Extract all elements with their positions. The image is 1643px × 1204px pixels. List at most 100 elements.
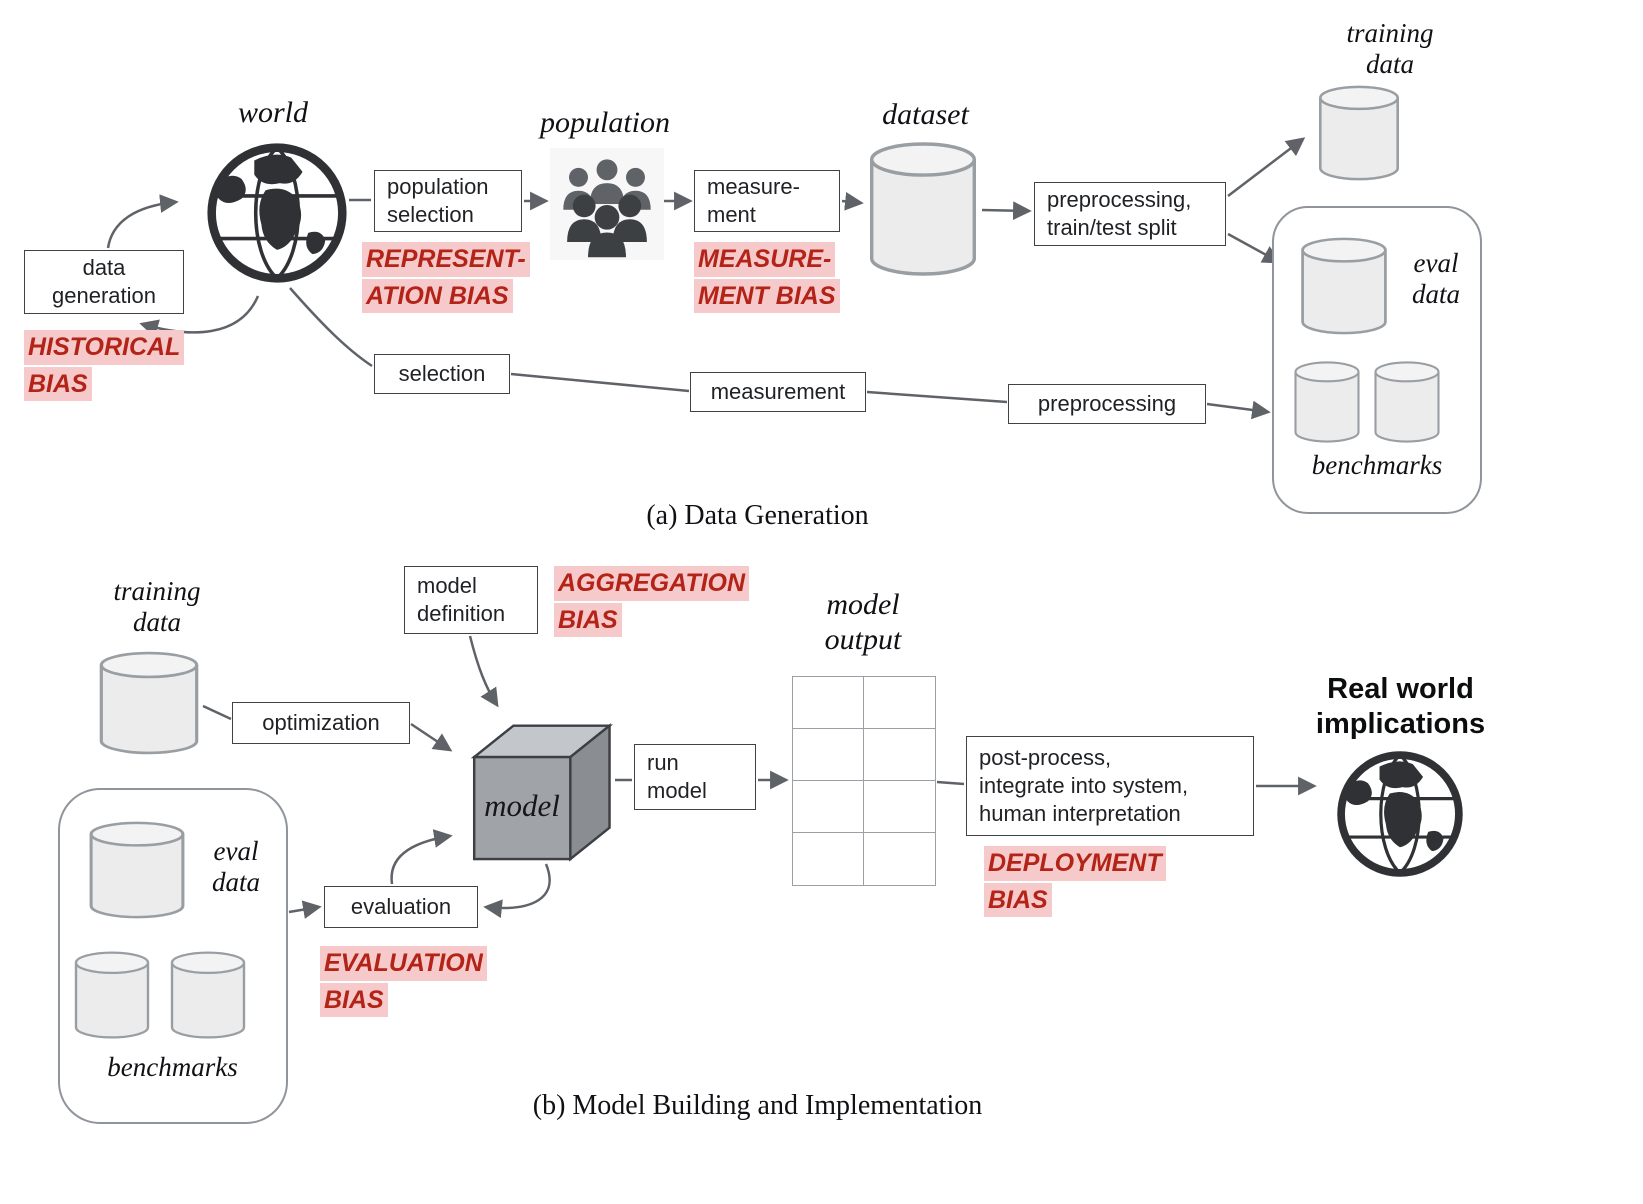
post-process-box: post-process, integrate into system, hum…	[966, 736, 1254, 836]
label-line: training	[113, 576, 201, 606]
model-output-grid	[792, 676, 936, 886]
benchmark-cylinder-b1	[72, 950, 152, 1040]
model-cube-icon	[456, 710, 614, 862]
box-label-line: ment	[707, 202, 756, 227]
grid-cell	[864, 781, 935, 833]
box-label-line: human interpretation	[979, 801, 1181, 827]
bias-line: AGGREGATION	[554, 566, 750, 601]
population-selection-box: population selection	[374, 170, 522, 232]
bias-line: MENT BIAS	[694, 278, 840, 313]
optimization-box: optimization	[232, 702, 410, 744]
label-line: benchmarks	[1311, 450, 1443, 480]
box-label-line: integrate into system,	[979, 772, 1189, 798]
label-line: output	[824, 622, 902, 656]
training-data-cylinder-a	[1316, 84, 1402, 182]
label-line: training	[1346, 18, 1434, 48]
box-label-line: selection	[387, 202, 474, 227]
box-label-line: population	[387, 173, 489, 199]
evaluation-box: evaluation	[324, 886, 478, 928]
model-output-label: model output	[768, 588, 958, 657]
box-label-line: data	[82, 254, 126, 280]
box-label-line: run	[647, 749, 679, 775]
bias-line: REPRESENT-	[362, 242, 530, 277]
caption-b: (b) Model Building and Implementation	[532, 1090, 983, 1121]
box-label-line: optimization	[262, 709, 380, 735]
bias-line: ATION BIAS	[362, 278, 513, 313]
box-label-line: evaluation	[350, 893, 452, 919]
measurement-box-bottom: measurement	[690, 372, 866, 412]
box-label-line: model	[647, 778, 707, 803]
benchmark-cylinder-a2	[1372, 360, 1442, 444]
box-label-line: model	[417, 572, 477, 598]
training-data-cylinder-b	[96, 650, 202, 756]
dataset-label: dataset	[848, 98, 1003, 133]
bias-line: MEASURE-	[694, 242, 836, 277]
world-label: world	[198, 96, 348, 131]
representation-bias-label: REPRESENT- ATION BIAS	[362, 242, 530, 315]
label-line: eval	[213, 836, 259, 866]
preprocessing-split-box: preprocessing, train/test split	[1034, 182, 1226, 246]
benchmarks-label-b: benchmarks	[60, 1052, 285, 1083]
grid-cell	[793, 781, 864, 833]
box-label-line: train/test split	[1047, 215, 1177, 240]
bias-line: EVALUATION	[320, 946, 487, 981]
model-definition-box: model definition	[404, 566, 538, 634]
training-data-label-b: training data	[62, 576, 252, 638]
preprocessing-box-bottom: preprocessing	[1008, 384, 1206, 424]
measurement-box-a: measure- ment	[694, 170, 840, 232]
run-model-box: run model	[634, 744, 756, 810]
bias-line: BIAS	[984, 882, 1052, 917]
label-line: Real world	[1327, 673, 1474, 705]
box-label-line: measurement	[710, 378, 846, 404]
bias-line: BIAS	[320, 982, 388, 1017]
evaluation-bias-label: EVALUATION BIAS	[320, 946, 487, 1019]
box-label-line: post-process,	[979, 744, 1112, 770]
model-label: model	[484, 788, 560, 823]
grid-cell	[793, 677, 864, 729]
grid-cell	[864, 833, 935, 885]
real-world-globe-icon	[1336, 750, 1464, 878]
box-label-line: preprocessing,	[1047, 186, 1192, 212]
world-globe-icon	[206, 142, 348, 284]
label-line: population	[539, 106, 670, 139]
bias-line: DEPLOYMENT	[984, 846, 1166, 881]
box-label-line: generation	[52, 283, 156, 308]
box-label-line: measure-	[707, 173, 800, 199]
bias-line: BIAS	[554, 602, 622, 637]
label-line: data	[1365, 49, 1414, 80]
aggregation-bias-label: AGGREGATION BIAS	[554, 566, 750, 639]
grid-cell	[864, 729, 935, 781]
eval-data-label-b: eval data	[196, 836, 276, 898]
benchmark-cylinder-a1	[1292, 360, 1362, 444]
label-line: world	[237, 96, 309, 129]
data-generation-box: data generation	[24, 250, 184, 314]
bias-line: BIAS	[24, 366, 92, 401]
benchmarks-label-a: benchmarks	[1282, 450, 1472, 481]
people-icon	[550, 148, 664, 260]
eval-data-label-a: eval data	[1396, 248, 1476, 310]
label-line: data	[132, 607, 181, 638]
grid-cell	[864, 677, 935, 729]
population-label: population	[520, 106, 690, 141]
deployment-bias-label: DEPLOYMENT BIAS	[984, 846, 1166, 919]
label-line: dataset	[882, 98, 969, 131]
eval-data-cylinder-b	[86, 820, 188, 920]
selection-box: selection	[374, 354, 510, 394]
label-line: eval	[1413, 248, 1459, 278]
grid-cell	[793, 729, 864, 781]
box-label-line: definition	[417, 601, 506, 626]
box-label-line: selection	[398, 360, 486, 386]
box-label-line: preprocessing	[1037, 390, 1177, 416]
measurement-bias-label: MEASURE- MENT BIAS	[694, 242, 840, 315]
real-world-implications-label: Real world implications	[1298, 672, 1503, 742]
label-line: model	[826, 588, 900, 621]
population-people-icon	[550, 148, 664, 260]
label-line: data	[1411, 279, 1460, 310]
dataset-cylinder	[866, 140, 980, 278]
caption-a: (a) Data Generation	[646, 500, 869, 531]
grid-cell	[793, 833, 864, 885]
benchmark-cylinder-b2	[168, 950, 248, 1040]
training-data-label-a: training data	[1330, 18, 1450, 80]
